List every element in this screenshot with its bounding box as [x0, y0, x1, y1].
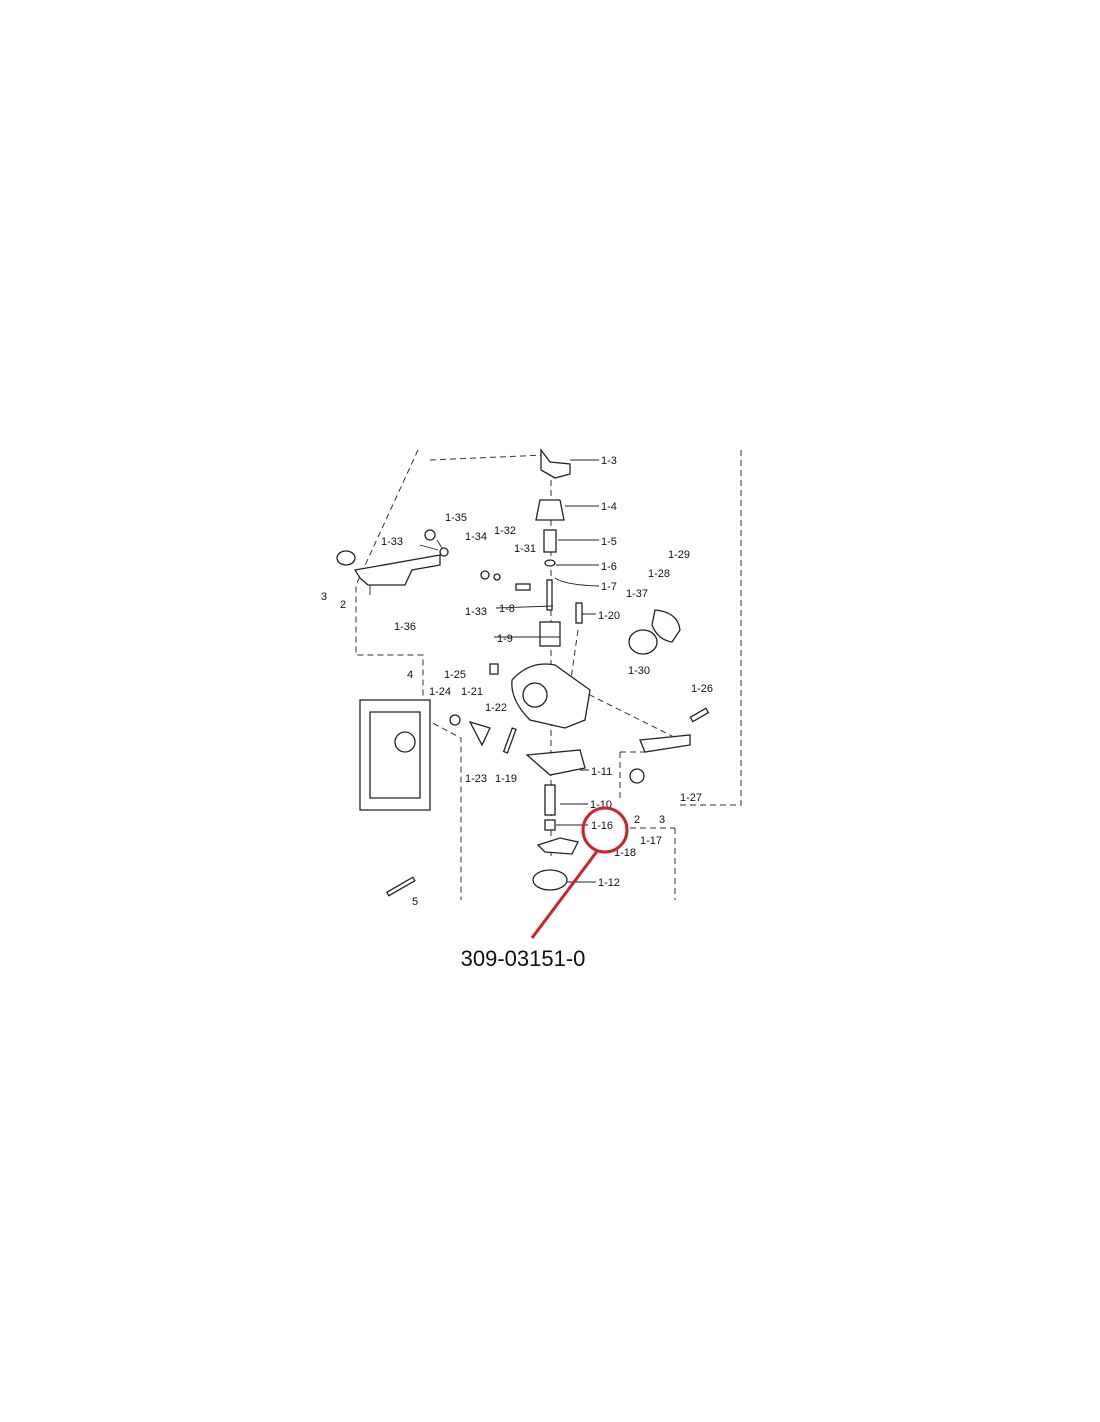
leader-lines — [369, 459, 600, 883]
clip — [493, 573, 501, 581]
part-number: 309-03151-0 — [461, 946, 586, 971]
part-label: 1-12 — [598, 877, 620, 889]
o-ring — [628, 629, 658, 655]
main-jet — [544, 819, 556, 831]
part-label: 1-26 — [691, 683, 713, 695]
pin — [502, 727, 517, 754]
choke-lever — [353, 554, 441, 586]
throttle-cable-bracket — [540, 448, 571, 479]
parts — [336, 448, 710, 897]
highlight-marker — [530, 806, 629, 939]
part-label: 1-17 — [640, 835, 662, 847]
bolt — [385, 876, 416, 897]
part-label: 1-4 — [601, 501, 617, 513]
throttle-spring — [543, 529, 557, 553]
air-filter-hole — [394, 731, 416, 753]
clamp — [651, 609, 681, 643]
adjuster — [489, 663, 499, 675]
part-label: 2 — [340, 599, 346, 611]
part-label: 1-35 — [445, 512, 467, 524]
part-label: 1-34 — [465, 531, 487, 543]
linkage-rod — [639, 734, 691, 753]
part-label: 3 — [659, 814, 665, 826]
washer-2 — [480, 570, 490, 580]
part-label: 1-18 — [614, 847, 636, 859]
part-label: 2 — [634, 814, 640, 826]
highlight-pointer-line — [530, 849, 600, 939]
highlighted-part-label: 1-16 — [591, 820, 613, 832]
washer — [439, 547, 449, 557]
part-label: 1-9 — [497, 633, 513, 645]
part-label: 1-19 — [495, 773, 517, 785]
knob — [336, 550, 356, 566]
part-label: 1-24 — [429, 686, 451, 698]
part-label: 1-29 — [668, 549, 690, 561]
part-label: 1-37 — [626, 588, 648, 600]
part-label: 1-6 — [601, 561, 617, 573]
part-label: 1-32 — [494, 525, 516, 537]
part-label: 1-3 — [601, 455, 617, 467]
collar — [424, 529, 436, 541]
float-arm — [536, 837, 579, 855]
part-label: 1-36 — [394, 621, 416, 633]
carburetor-bore — [522, 682, 548, 708]
part-label: 1-22 — [485, 702, 507, 714]
part-labels: 1-3 1-4 1-35 1-34 1-32 1-33 1-31 1-5 1-2… — [321, 455, 713, 908]
part-label: 5 — [412, 896, 418, 908]
part-label: 1-7 — [601, 581, 617, 593]
part-label: 1-33 — [381, 536, 403, 548]
jet-needle — [546, 579, 553, 611]
fuel-nipple — [575, 602, 583, 624]
gasket — [525, 749, 586, 776]
knob-2 — [629, 768, 645, 784]
nut — [449, 714, 461, 726]
choke-plate — [468, 720, 491, 747]
spring-pin — [689, 707, 710, 723]
part-label: 1-25 — [444, 669, 466, 681]
float — [532, 869, 568, 891]
screw — [515, 583, 531, 591]
part-label: 1-11 — [591, 766, 612, 778]
part-label: 1-5 — [601, 536, 617, 548]
part-label: 1-33 — [465, 606, 487, 618]
mixing-chamber-cap — [535, 499, 565, 521]
needle-jet — [544, 784, 556, 816]
part-label: 4 — [407, 669, 413, 681]
part-label: 1-20 — [598, 610, 620, 622]
highlight-circle — [581, 806, 629, 854]
part-label: 1-28 — [648, 568, 670, 580]
spring-seat — [544, 559, 556, 567]
carburetor-body — [511, 663, 591, 729]
part-label: 3 — [321, 591, 327, 603]
part-label: 1-21 — [461, 686, 483, 698]
part-label: 1-30 — [628, 665, 650, 677]
air-filter-inner — [369, 711, 421, 799]
throttle-valve — [539, 621, 561, 647]
part-label: 1-27 — [680, 792, 702, 804]
part-label: 1-23 — [465, 773, 487, 785]
part-label: 1-8 — [499, 603, 515, 615]
part-label: 1-31 — [514, 543, 536, 555]
